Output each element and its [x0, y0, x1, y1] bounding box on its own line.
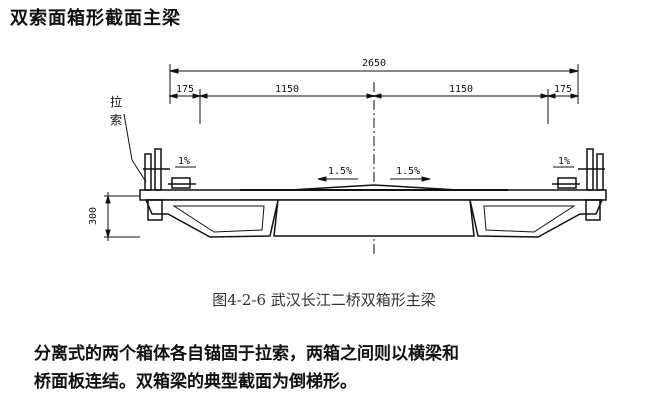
section-heading: 双索面箱形截面主梁	[10, 8, 181, 29]
cross-section-drawing: 2650 175 1150 1150 175 拉 索	[88, 58, 607, 289]
cable-label-line2: 索	[110, 113, 122, 127]
slope-center-right-arrow	[390, 176, 431, 182]
dim-right-box: 1150	[449, 84, 473, 95]
slope-center-left-arrow	[317, 176, 358, 182]
slope-center-right: 1.5%	[396, 166, 420, 177]
slope-right-edge: 1%	[558, 156, 570, 167]
deck-slab	[139, 184, 607, 201]
center-cross-beam	[273, 199, 475, 237]
dim-height: 300	[88, 207, 99, 225]
slope-center-left: 1.5%	[328, 166, 352, 177]
cable-leader-line	[123, 113, 147, 183]
overall-dimension-line	[169, 64, 579, 104]
left-box-cell	[172, 205, 265, 233]
height-dimension-line	[104, 192, 140, 241]
dim-left-box: 1150	[275, 84, 299, 95]
slope-left-edge: 1%	[178, 156, 190, 167]
body-paragraph: 分离式的两个箱体各自锚固于拉索，两箱之间则以横梁和 桥面板连结。双箱梁的典型截面…	[34, 340, 634, 396]
dim-right-edge: 175	[554, 84, 572, 95]
cross-section-figure: 2650 175 1150 1150 175 拉 索	[0, 44, 648, 289]
right-box-cell	[483, 205, 576, 233]
right-railing	[552, 148, 605, 221]
paragraph-line-1: 分离式的两个箱体各自锚固于拉索，两箱之间则以横梁和	[34, 344, 459, 364]
figure-caption: 图4-2-6 武汉长江二桥双箱形主梁	[212, 291, 436, 309]
dim-left-edge: 175	[176, 84, 194, 95]
dim-overall-width: 2650	[362, 58, 386, 69]
left-railing	[143, 148, 196, 221]
cable-label-line1: 拉	[110, 94, 122, 109]
paragraph-line-2: 桥面板连结。双箱梁的典型截面为倒梯形。	[34, 372, 357, 392]
